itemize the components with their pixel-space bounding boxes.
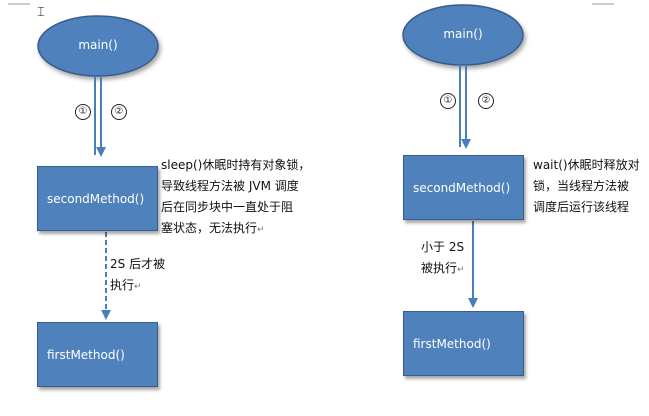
left-edge-line-2: 执行: [110, 278, 135, 292]
paragraph-mark-icon: ↵: [257, 225, 265, 235]
paragraph-mark-icon: ↵: [134, 282, 142, 292]
text-cursor-icon: ⌶: [37, 5, 45, 20]
left-first-method-label: firstMethod(): [47, 347, 125, 362]
left-main-node: [37, 15, 159, 77]
left-edge-line-1: 2S 后才被: [110, 257, 166, 271]
left-second-method-label: secondMethod(): [47, 191, 145, 206]
right-step-1-marker: ①: [440, 93, 456, 109]
right-second-method-label: secondMethod(): [413, 180, 511, 195]
right-edge-label: 小于 2S 被执行↵: [421, 237, 501, 281]
left-sleep-note: sleep()休眠时持有对象锁， 导致线程方法被 JVM 调度 后在同步块中一直…: [161, 155, 331, 241]
right-first-method-node: firstMethod(): [403, 311, 524, 376]
left-main-label: main(): [78, 38, 118, 52]
left-step-2-marker: ②: [111, 104, 127, 120]
left-note-line-4: 塞状态，无法执行: [161, 221, 258, 235]
left-edge-label: 2S 后才被 执行↵: [110, 254, 190, 298]
right-main-node: [402, 4, 524, 66]
right-note-line-2: 锁，当线程方法被: [533, 179, 630, 193]
right-edge-line-2: 被执行: [421, 261, 458, 275]
right-step-2-marker: ②: [478, 93, 494, 109]
left-note-line-1: sleep()休眠时持有对象锁，: [161, 158, 311, 172]
right-second-method-node: secondMethod(): [403, 155, 524, 220]
left-first-method-node: firstMethod(): [37, 322, 158, 387]
left-second-method-node: secondMethod(): [37, 166, 158, 231]
right-edge-line-1: 小于 2S: [421, 240, 465, 254]
right-note-line-1: wait()休眠时释放对: [533, 158, 640, 172]
paragraph-mark-icon: ↵: [457, 265, 465, 275]
left-note-line-2: 导致线程方法被 JVM 调度: [161, 179, 299, 193]
right-wait-note: wait()休眠时释放对 锁，当线程方法被 调度后运行该线程: [533, 155, 649, 218]
right-note-line-3: 调度后运行该线程: [533, 200, 630, 214]
right-main-label: main(): [443, 27, 483, 41]
right-first-method-label: firstMethod(): [413, 336, 491, 351]
left-note-line-3: 后在同步块中一直处于阻: [161, 200, 294, 214]
left-step-1-marker: ①: [75, 104, 91, 120]
